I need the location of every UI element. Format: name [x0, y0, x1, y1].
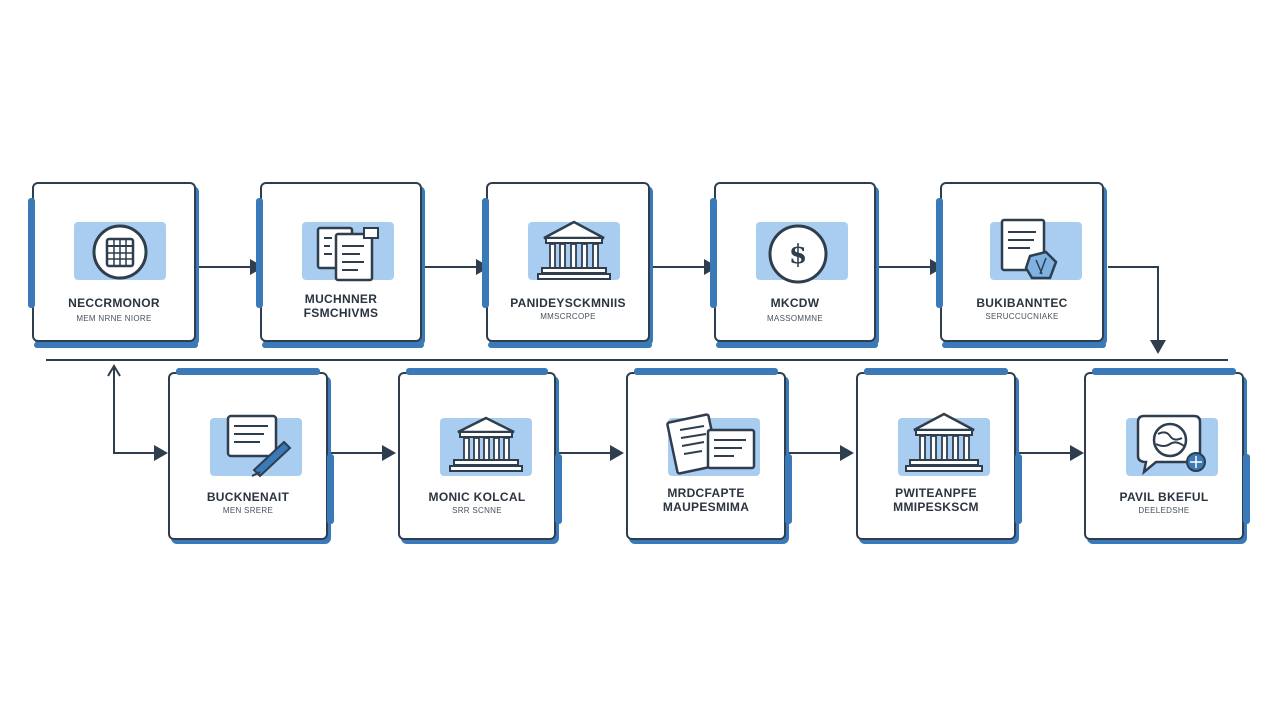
step-subtitle: MEN SRERE	[222, 506, 274, 515]
step-title: PAVIL BKEFUL	[1119, 490, 1209, 504]
step-title: BUKIBANNTEC	[976, 296, 1068, 310]
calendar-icon	[92, 224, 148, 280]
step-card-5: BUKIBANNTEC SERUCCUCNIAKE	[936, 182, 1106, 348]
step-card-8: MRDCFAPTE MAUPESMIMA	[626, 368, 792, 540]
step-subtitle: MMSCRCOPE	[540, 312, 596, 321]
step-title: MONIC KOLCAL	[428, 490, 526, 504]
step-card-10: PAVIL BKEFUL DEELEDSHE	[1084, 368, 1250, 540]
dollar-coin-icon: $	[768, 224, 828, 284]
step-card-7: MONIC KOLCAL SRR SCNNE	[398, 368, 562, 540]
step-subtitle: MEM NRNE NIORE	[76, 314, 152, 323]
step-subtitle: SERUCCUCNIAKE	[985, 312, 1059, 321]
turn-arrow-right	[1108, 266, 1166, 354]
step-card-3: PANIDEYSCKMNIIS MMSCRCOPE	[482, 182, 652, 348]
step-title: MKCDW	[770, 296, 820, 310]
svg-text:$: $	[789, 240, 807, 270]
bank-icon	[449, 416, 523, 472]
document-pen-icon	[226, 414, 292, 478]
step-title: PANIDEYSCKMNIIS	[510, 296, 626, 310]
step-card-9: PWITEANPFE MMIPESKSCM	[856, 368, 1022, 540]
step-card-1: NECCRMONOR MEM NRNE NIORE	[28, 182, 198, 348]
step-subtitle: MASSOMMNE	[766, 314, 824, 323]
step-card-4: $ MKCDW MASSOMMNE	[710, 182, 878, 348]
step-title: NECCRMONOR	[68, 296, 160, 310]
step-subtitle: SRR SCNNE	[452, 506, 502, 515]
step-subtitle: DEELEDSHE	[1138, 506, 1190, 515]
step-title: BUCKNENAIT	[206, 490, 290, 504]
globe-chat-icon	[1136, 414, 1206, 476]
step-card-2: MUCHNNER FSMCHIVMS	[256, 182, 424, 348]
step-title: MRDCFAPTE MAUPESMIMA	[662, 486, 750, 514]
bank-icon	[537, 220, 611, 280]
step-title: MUCHNNER FSMCHIVMS	[303, 292, 379, 320]
document-check-icon	[1000, 218, 1058, 280]
bank-icon	[905, 412, 983, 472]
papers-icon	[666, 413, 756, 475]
documents-icon	[316, 226, 379, 282]
step-title: PWITEANPFE MMIPESKSCM	[893, 486, 979, 514]
step-card-6: BUCKNENAIT MEN SRERE	[168, 368, 334, 540]
turn-arrow-left	[113, 368, 168, 461]
